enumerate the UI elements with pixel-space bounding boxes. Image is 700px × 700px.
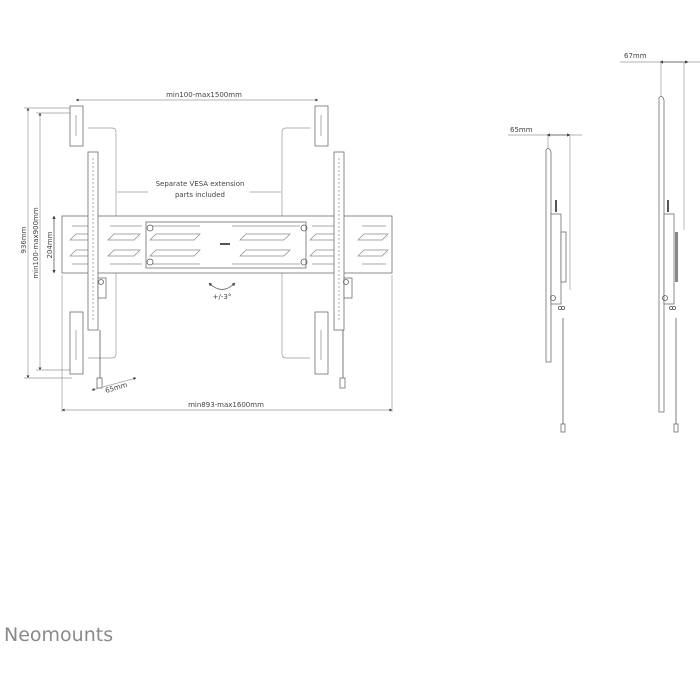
brand-logo: Neomounts	[4, 624, 114, 646]
dimension-total-width: min893-max1600mm	[61, 275, 393, 412]
dimension-vesa-height: min100-max900mm	[32, 112, 72, 371]
dimension-plate-height: 204mm	[46, 215, 56, 274]
logo-mark	[220, 243, 230, 245]
side-view-65: 65mm	[508, 126, 582, 433]
vesa-width-label: min100-max1500mm	[166, 91, 242, 99]
tilt-label: +/-3°	[213, 293, 232, 301]
dimension-vesa-width: min100-max1500mm	[75, 91, 319, 102]
side-view-65-label: 65mm	[510, 126, 533, 134]
total-width-label: min893-max1600mm	[188, 401, 264, 409]
front-view: min100-max1500mm 936mm min100-max900mm 2…	[20, 91, 393, 412]
vesa-extension-pad-tl	[69, 105, 84, 147]
tilt-indicator: +/-3°	[208, 282, 236, 301]
vesa-height-label: min100-max900mm	[32, 207, 40, 279]
side-view-67-label: 67mm	[624, 52, 647, 60]
vesa-extension-pad-tr	[314, 105, 329, 147]
dimension-total-height: 936mm	[20, 107, 72, 379]
note-line-1: Separate VESA extension	[156, 180, 245, 188]
total-height-label: 936mm	[20, 226, 28, 253]
plate-height-label: 204mm	[46, 231, 54, 258]
side-view-67: 67mm	[620, 52, 700, 433]
note-line-2: parts included	[175, 191, 225, 199]
vesa-extension-pad-br	[314, 311, 329, 375]
arm-depth-label: 65mm	[104, 381, 128, 395]
vertical-arm-right	[333, 151, 353, 389]
vesa-extension-pad-bl	[69, 311, 84, 375]
